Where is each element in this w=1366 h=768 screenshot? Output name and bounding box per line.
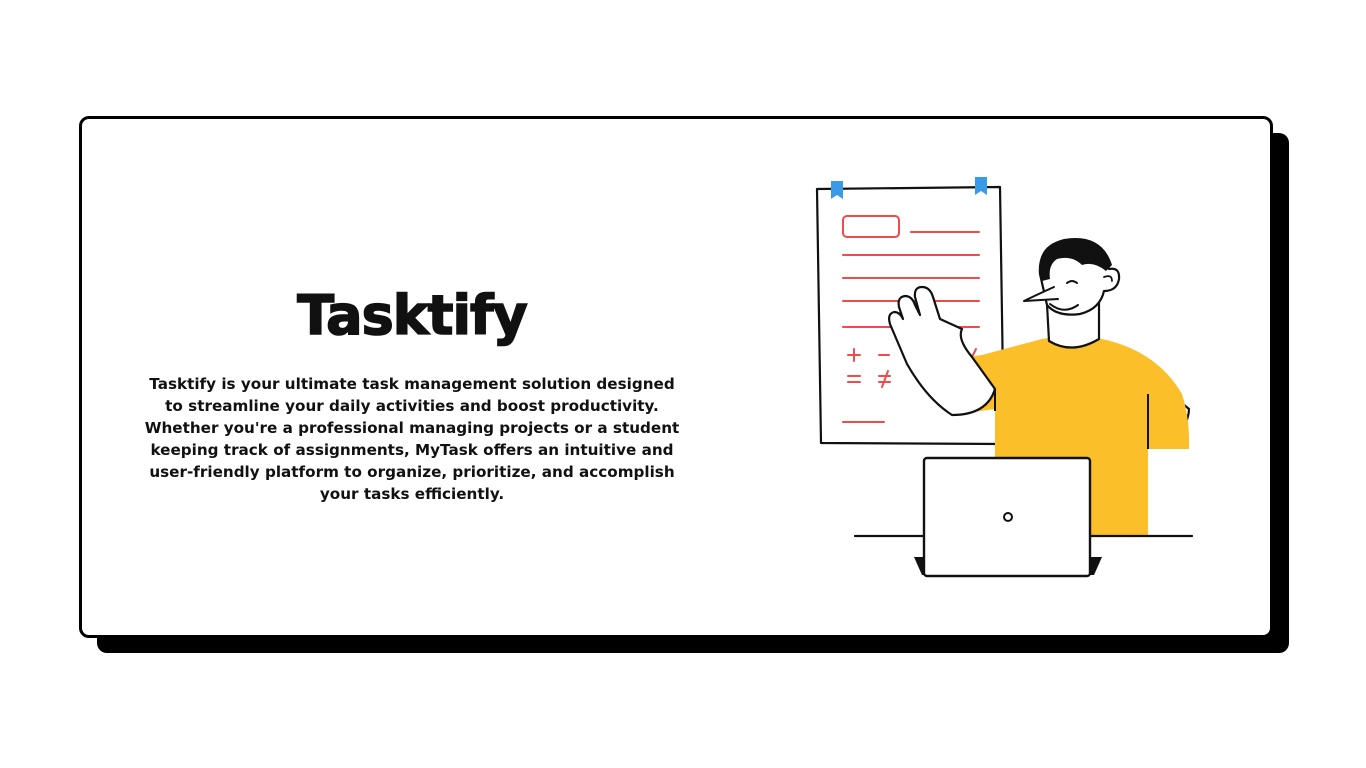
tape-left-icon [831, 181, 843, 199]
laptop-icon [914, 456, 1102, 578]
hero-text: Tasktify Tasktify is your ultimate task … [142, 284, 682, 505]
hero-title: Tasktify [296, 284, 528, 347]
tape-right-icon [975, 177, 987, 195]
hero-card: Tasktify Tasktify is your ultimate task … [79, 116, 1273, 638]
raised-hand [888, 285, 997, 417]
person-at-laptop-illustration [815, 177, 1194, 578]
hero-description: Tasktify is your ultimate task managemen… [144, 375, 680, 503]
hair [1039, 238, 1112, 281]
